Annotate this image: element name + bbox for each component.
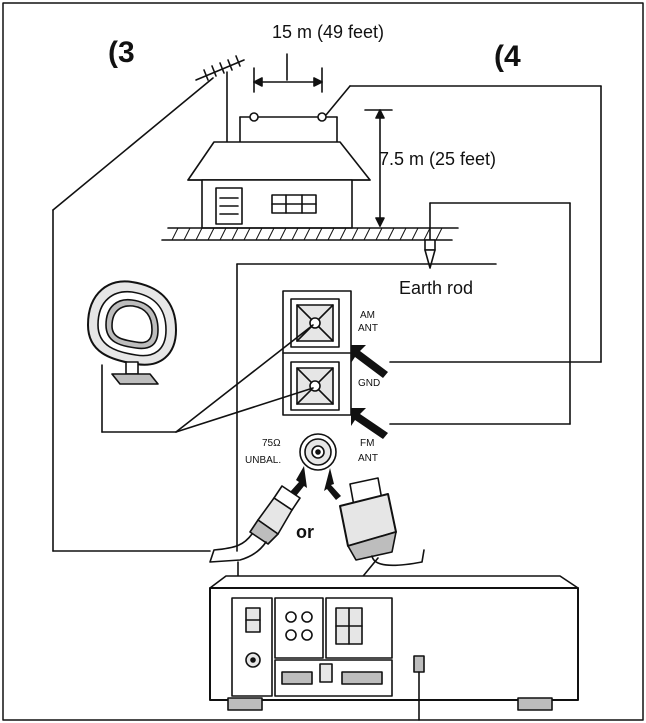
width-measure-label: 15 m (49 feet)	[272, 22, 384, 42]
ground-line	[161, 227, 459, 241]
house-illustration	[187, 141, 371, 229]
am-ant-label-line2: ANT	[358, 323, 378, 334]
long-wire-antenna	[239, 85, 602, 363]
fm-outdoor-antenna	[52, 55, 245, 552]
arrow-to-gnd	[351, 408, 388, 439]
earth-rod-label: Earth rod	[399, 278, 473, 298]
unbal-label-line1: 75Ω	[262, 438, 281, 449]
coax-plug	[209, 485, 301, 563]
fm-coax-jack	[299, 433, 337, 471]
fm-ant-label-line1: FM	[360, 438, 374, 449]
feeder-adapter	[339, 477, 425, 593]
am-ant-terminal	[290, 298, 340, 348]
am-ant-label-line1: AM	[360, 310, 375, 321]
step-4-label: (4	[494, 40, 521, 73]
fm-ant-label-line2: ANT	[358, 453, 378, 464]
step-3-label: (3	[108, 36, 135, 69]
arrow-plug-to-jack	[290, 466, 307, 496]
arrow-to-am-ant	[351, 345, 388, 378]
receiver-rear-panel	[209, 575, 579, 721]
unbal-label-line2: UNBAL.	[245, 455, 281, 466]
or-label: or	[296, 522, 314, 542]
earth-rod	[389, 202, 571, 425]
am-loop-antenna	[87, 280, 314, 433]
arrow-adapter-to-jack	[324, 468, 341, 500]
gnd-label: GND	[358, 378, 380, 389]
height-dimension-arrow	[364, 109, 393, 227]
gnd-terminal	[290, 361, 340, 411]
width-dimension-arrow	[253, 53, 323, 93]
height-measure-label: 7.5 m (25 feet)	[379, 149, 496, 169]
